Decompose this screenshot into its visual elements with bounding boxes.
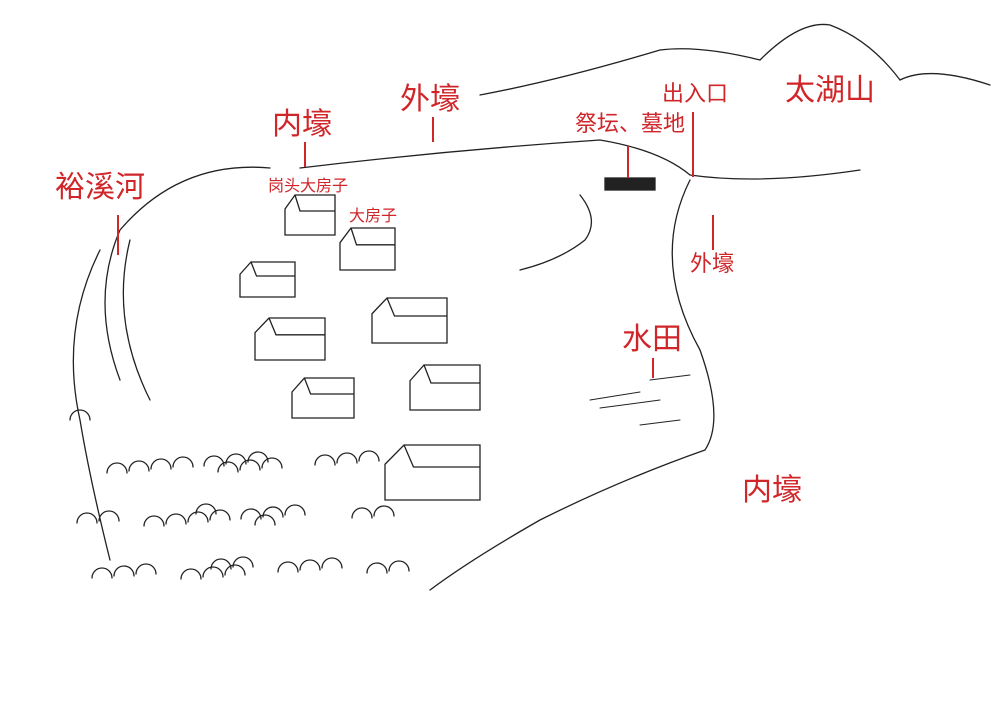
label-mountain: 太湖山 (785, 73, 875, 108)
shrub (366, 562, 388, 574)
shrub (150, 458, 172, 470)
shrub (299, 559, 321, 571)
shrub (128, 460, 150, 472)
house (371, 297, 448, 344)
shrub (76, 512, 98, 524)
shrub (209, 509, 231, 521)
inner-moat-line (104, 166, 715, 591)
label-big-house: 大房子 (349, 206, 398, 225)
shrub (373, 505, 395, 517)
shrub (113, 565, 135, 577)
shrub (284, 504, 306, 516)
label-paddy-field: 水田 (622, 322, 682, 357)
shrub (210, 558, 232, 570)
label-river: 裕溪河 (55, 170, 145, 205)
shrub (388, 560, 410, 572)
mountain-ridge (479, 23, 991, 96)
river-bank (72, 239, 151, 561)
shrub (143, 515, 165, 527)
shrub (91, 567, 113, 579)
shrub (240, 508, 262, 520)
shrub (135, 563, 157, 575)
shrub (321, 557, 343, 569)
shrub (203, 455, 225, 467)
shrub (232, 556, 254, 568)
shrub (106, 462, 128, 474)
house (409, 364, 481, 411)
shrub (187, 511, 209, 523)
house (284, 194, 336, 236)
shrub (224, 564, 246, 576)
shrub (180, 568, 202, 580)
shrub (261, 457, 283, 469)
label-outer-moat-top: 外壕 (400, 82, 460, 117)
shrub (247, 451, 269, 463)
shrub (262, 506, 284, 518)
label-altar-cemetery: 祭坛、墓地 (575, 112, 686, 137)
house (239, 261, 296, 298)
house (384, 444, 481, 501)
shrub (69, 409, 91, 421)
shrub (225, 453, 247, 465)
shrub (98, 510, 120, 522)
shrub (277, 561, 299, 573)
shrub (336, 452, 358, 464)
shrub (217, 461, 239, 473)
label-inner-moat-top: 内壕 (272, 107, 332, 142)
shrub (239, 459, 261, 471)
shrub (195, 503, 217, 515)
outer-moat-line (299, 139, 861, 180)
house (291, 377, 355, 419)
shrub (358, 450, 380, 462)
label-outer-moat-right: 外壕 (690, 252, 735, 277)
altar (604, 177, 656, 191)
shrub (165, 513, 187, 525)
house (254, 317, 326, 361)
label-entrance: 出入口 (662, 82, 729, 107)
path (519, 194, 592, 271)
shrub (172, 456, 194, 468)
shrub (314, 454, 336, 466)
shrub (254, 514, 276, 526)
house (339, 227, 396, 271)
shrub (202, 566, 224, 578)
label-inner-moat-bottom: 内壕 (742, 473, 802, 508)
label-gangtou-big-house: 岗头大房子 (268, 176, 349, 195)
shrub (351, 507, 373, 519)
